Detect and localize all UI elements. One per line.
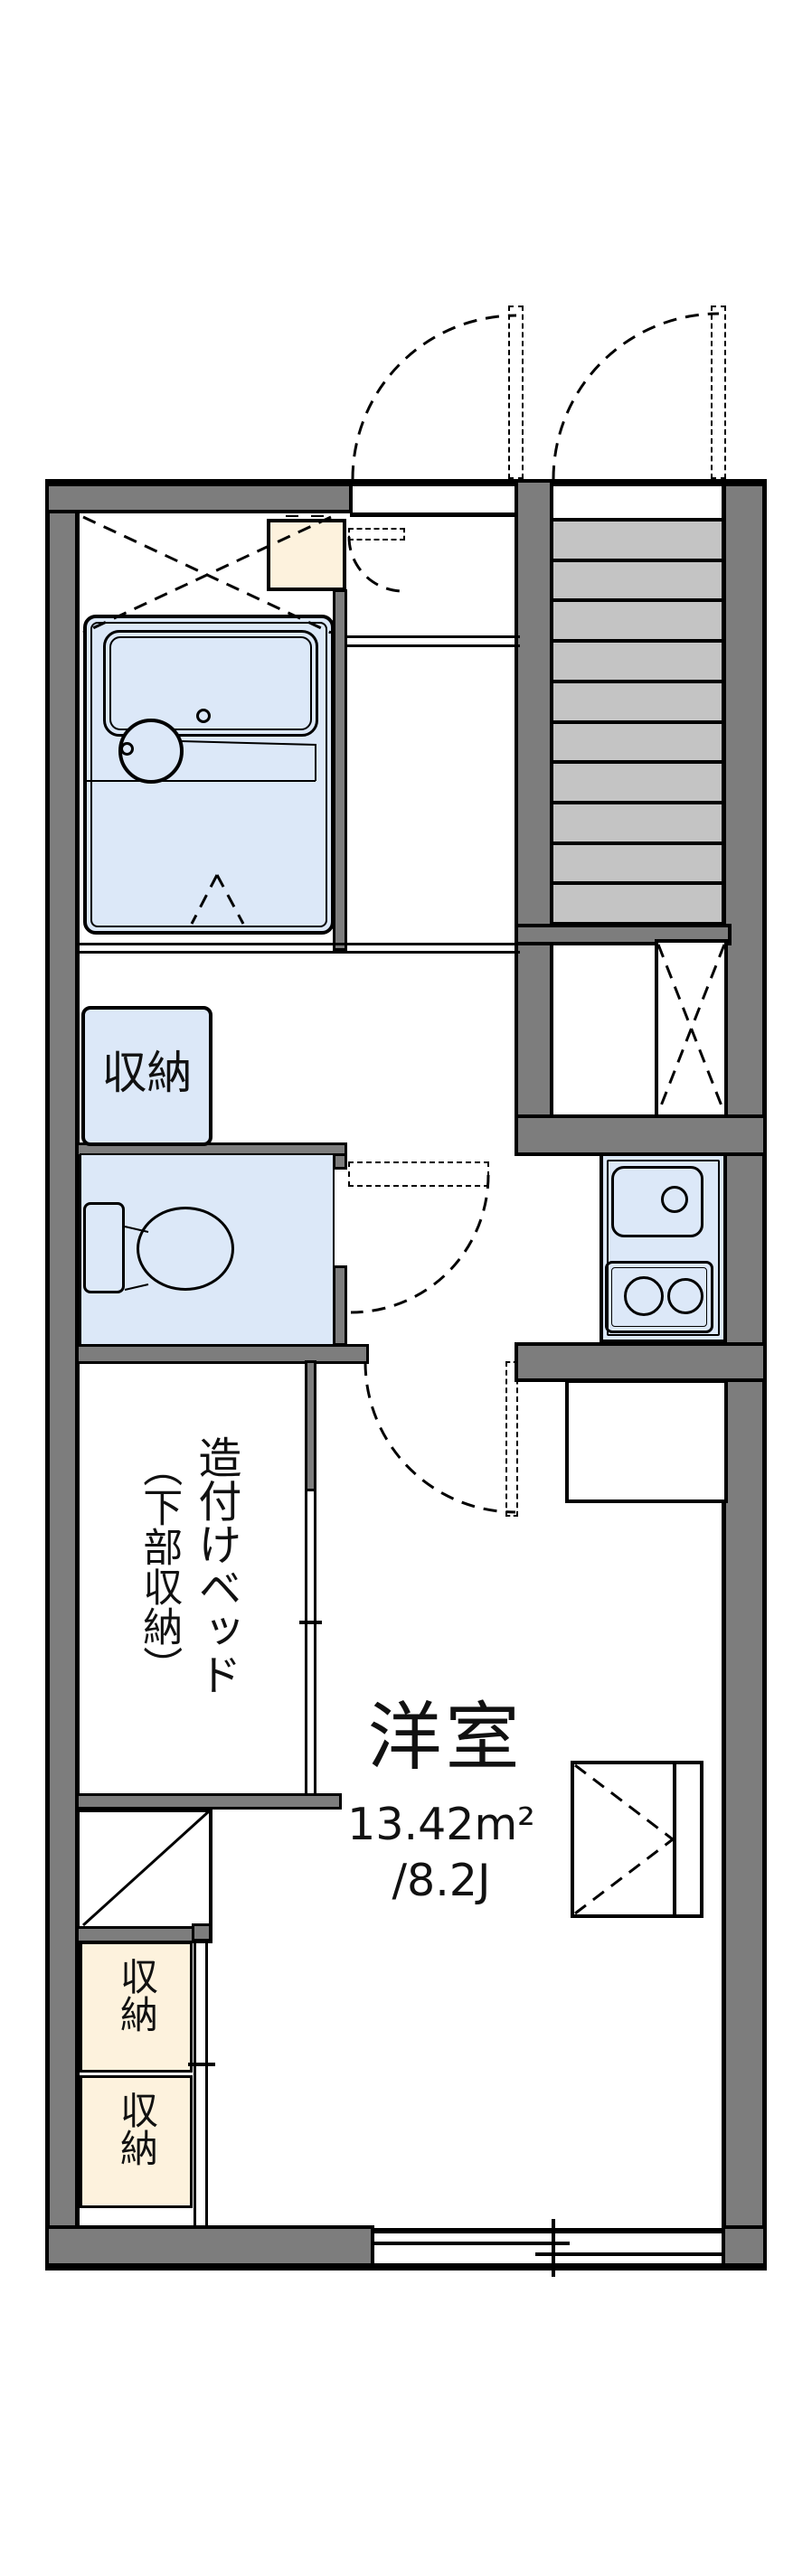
bed-door-line-a: [305, 1491, 307, 1795]
under-bed-diag-box: [80, 1809, 212, 1928]
kitchen-inner-line: [607, 1160, 720, 1336]
toilet-tank: [83, 1202, 125, 1293]
stair-tread: [553, 643, 722, 683]
entry-door-right-arc: [552, 312, 720, 480]
stove-burner-right: [667, 1278, 703, 1314]
entry-threshold-line: [350, 512, 516, 517]
sink-drain: [661, 1186, 688, 1213]
bed-divider-wall: [305, 1360, 316, 1491]
storage-top-label: 収納: [101, 1047, 193, 1099]
room-area-jo-label: /8.2J: [392, 1855, 491, 1906]
water-heater-box: [267, 519, 346, 591]
washroom-door-leaf: [348, 528, 405, 541]
bay-window-inner-line: [673, 1761, 676, 1918]
stove-burner-left: [624, 1276, 664, 1316]
washroom-door-arc: [347, 536, 404, 593]
stair-tread: [553, 561, 722, 603]
staircase: [553, 518, 722, 926]
storage-bottom-2-label: 収納: [114, 2091, 159, 2167]
stair-tread: [553, 804, 722, 845]
wall-toilet-bed: [76, 1344, 369, 1364]
bathtub: [103, 630, 318, 737]
storage-door-line-b: [205, 1940, 208, 2229]
window-top-frame: [373, 2228, 723, 2233]
stair-tread: [553, 522, 722, 562]
bay-window-box: [571, 1761, 703, 1918]
bed-door-line-b: [314, 1491, 316, 1795]
stair-tread: [553, 844, 722, 886]
stair-tread: [553, 885, 722, 926]
entry-door-right-leaf: [711, 306, 726, 479]
room-name-label: 洋室: [367, 1695, 524, 1781]
bathtub-inner-line: [109, 636, 312, 730]
storage-box-top: 収納: [81, 1006, 212, 1146]
toilet-bowl: [137, 1207, 234, 1291]
stair-tread: [553, 764, 722, 804]
wall-below-kitchen: [515, 1342, 767, 1382]
stair-tread: [553, 723, 722, 765]
toilet-door-arc: [350, 1174, 490, 1314]
left-outer-wall: [45, 479, 80, 2270]
stove: [605, 1261, 713, 1333]
room-area-m2-label: 13.42m²: [347, 1799, 535, 1850]
room-door-leaf: [505, 1361, 518, 1517]
stair-tread: [553, 682, 722, 724]
bottom-edge-line: [45, 2263, 767, 2270]
washroom-step-line-2: [346, 644, 520, 647]
bathroom-right-wall: [333, 589, 347, 951]
toilet-door-leaf: [348, 1161, 489, 1187]
hall-step-line-1: [76, 943, 520, 945]
stair-tread: [553, 602, 722, 644]
bed-door-tick: [299, 1621, 322, 1624]
bed-label-main: 造付けベッド: [190, 1435, 241, 1696]
washroom-step-line-1: [346, 635, 520, 638]
storage-box-bottom-1: 収納: [80, 1941, 193, 2073]
bed-bottom-wall: [76, 1793, 342, 1810]
storage-box-bottom-2: 収納: [80, 2075, 193, 2208]
understairs-window-strip: [655, 939, 728, 1118]
stove-inner-line: [611, 1267, 707, 1327]
top-edge-line: [45, 479, 767, 486]
window-sash-lower: [535, 2252, 723, 2256]
toilet-right-wall-bottom: [333, 1265, 347, 1346]
bathtub-drain: [196, 709, 211, 723]
window-center-tick: [552, 2219, 555, 2277]
basin-faucet: [120, 742, 134, 756]
hall-step-line-2: [76, 951, 520, 954]
room-door-arc: [364, 1361, 516, 1514]
bed-label-sub: （下部収納）: [136, 1447, 183, 1686]
kitchen-unit: [600, 1152, 727, 1343]
kitchen-counter-box: [565, 1379, 728, 1503]
wall-below-window-strip: [515, 1114, 767, 1156]
entry-door-left-leaf: [508, 306, 524, 479]
window-sash-upper: [373, 2242, 570, 2245]
storage-door-line-a: [194, 1940, 196, 2229]
kitchen-sink: [611, 1166, 703, 1237]
entry-door-left-arc: [351, 314, 517, 480]
storage-door-tick: [188, 2063, 215, 2066]
toilet-right-wall-top: [333, 1153, 347, 1170]
stair-left-wall: [515, 479, 553, 1120]
storage-bottom-1-label: 収納: [114, 1957, 159, 2033]
